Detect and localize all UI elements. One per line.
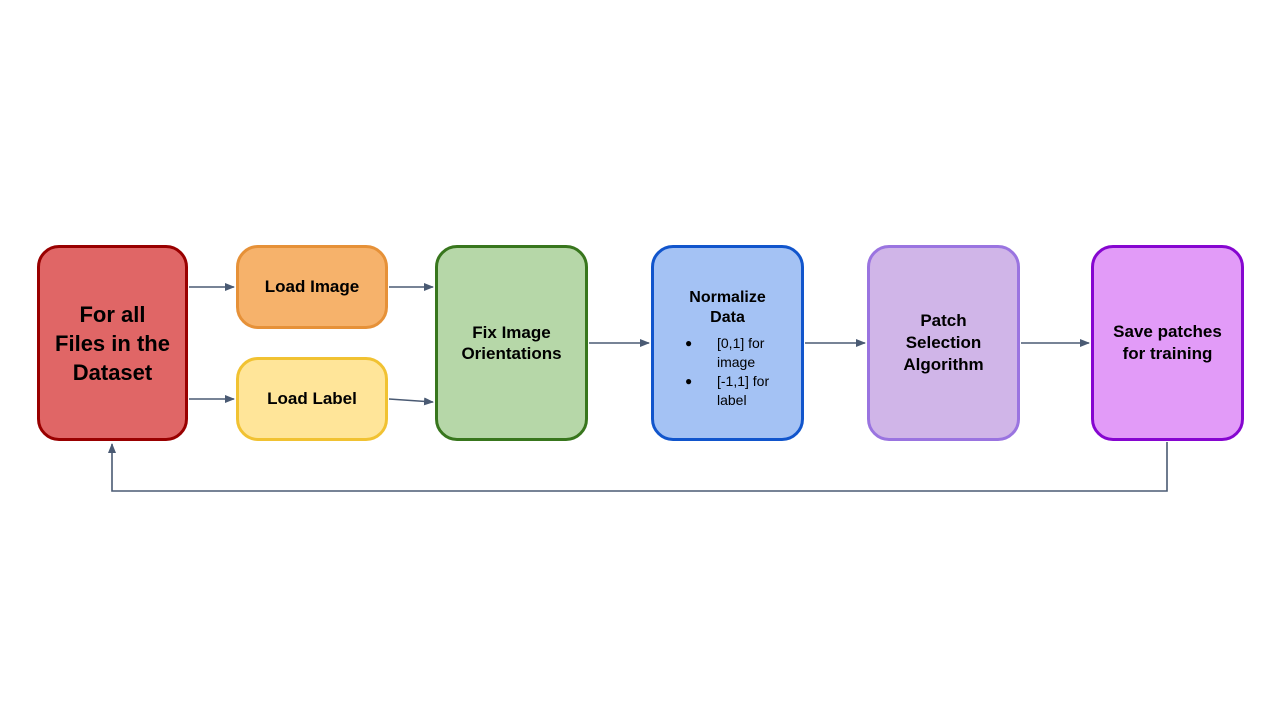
edge-load-label-to-orient — [388, 397, 434, 406]
node-save-patches-label: Save patches for training — [1113, 322, 1222, 363]
normalize-list: ● [0,1] for image ● [-1,1] for label — [654, 334, 801, 410]
node-for-all-files-label: For all Files in the Dataset — [55, 301, 170, 385]
node-fix-orientations: Fix Image Orientations — [435, 245, 588, 441]
node-patch-selection: Patch Selection Algorithm — [867, 245, 1020, 441]
normalize-item: ● [0,1] for image — [654, 334, 801, 372]
node-load-image: Load Image — [236, 245, 388, 329]
node-save-patches: Save patches for training — [1091, 245, 1244, 441]
normalize-item-text: [-1,1] for label — [717, 373, 770, 408]
node-load-label-label: Load Label — [267, 389, 357, 408]
node-normalize-title: Normalize Data — [689, 289, 766, 326]
node-fix-orientations-label: Fix Image Orientations — [461, 323, 562, 363]
edge-save-loop-to-source — [108, 442, 1168, 492]
node-load-label: Load Label — [236, 357, 388, 441]
bullet-icon: ● — [685, 336, 693, 350]
normalize-item-text: [0,1] for image — [717, 335, 765, 370]
node-normalize-data: Normalize Data ● [0,1] for image ● [-1,1… — [651, 245, 804, 441]
node-load-image-label: Load Image — [264, 277, 360, 296]
node-for-all-files: For all Files in the Dataset — [37, 245, 188, 441]
normalize-item: ● [-1,1] for label — [654, 372, 801, 410]
bullet-icon: ● — [685, 374, 693, 388]
node-patch-selection-label: Patch Selection Algorithm — [903, 311, 984, 374]
